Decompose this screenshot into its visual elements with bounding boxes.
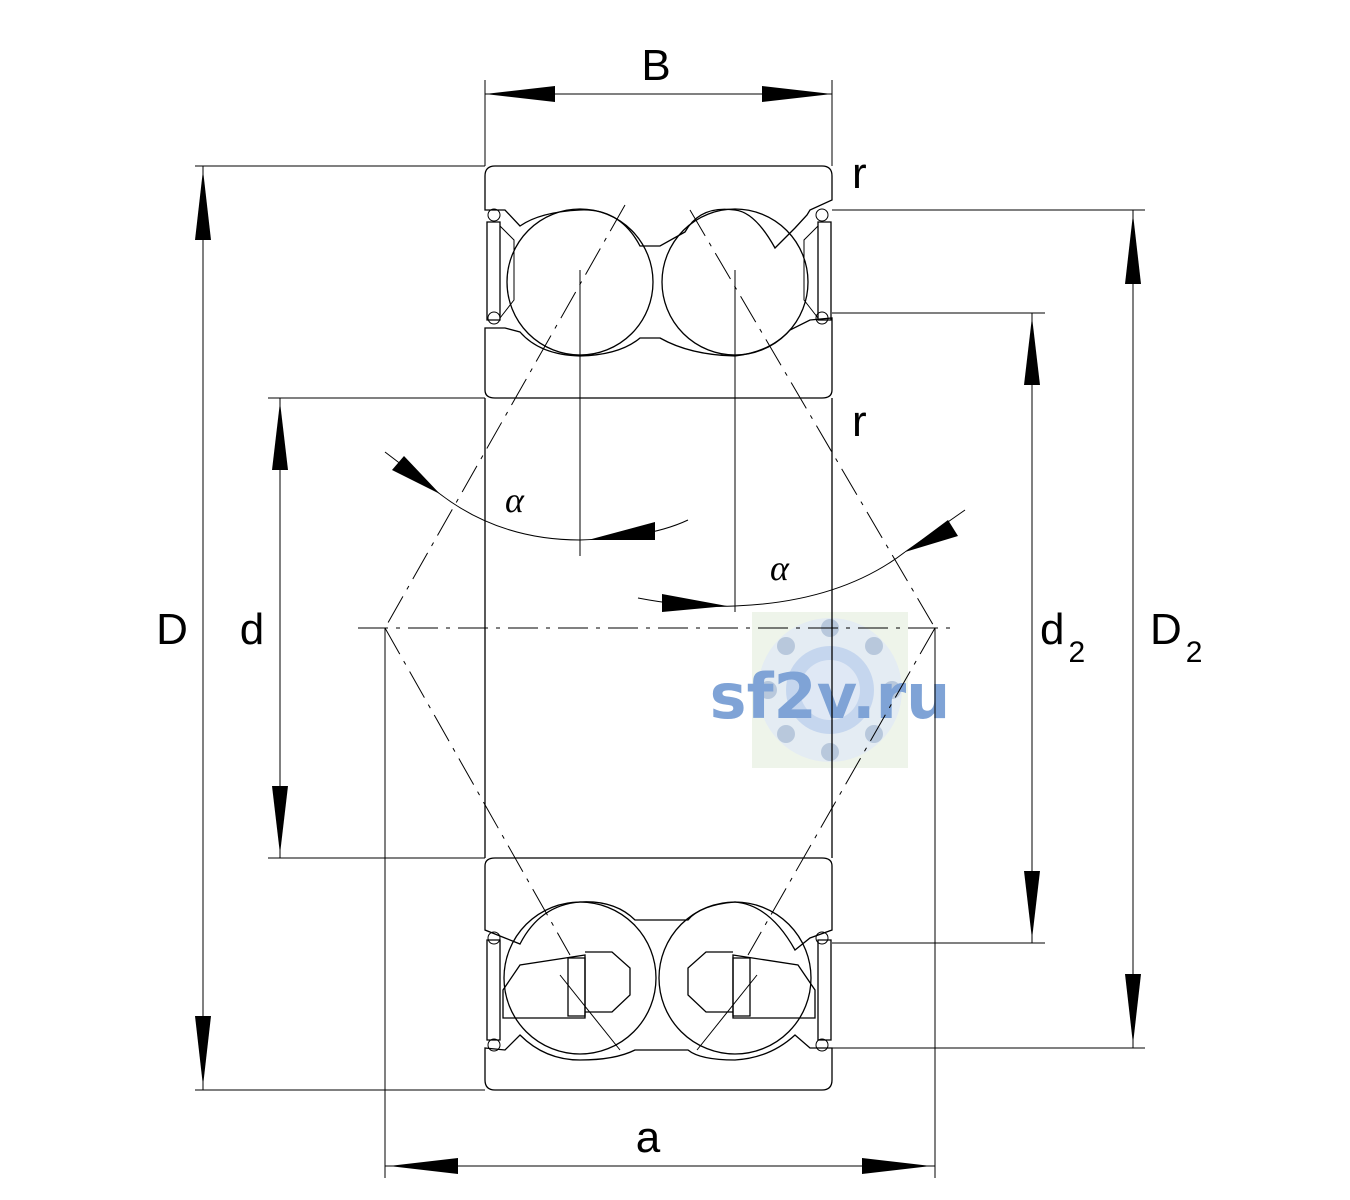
dimension-B: B	[484, 41, 833, 166]
dimension-d: d	[240, 397, 485, 859]
lower-section	[484, 857, 833, 1091]
label-alpha-left: α	[505, 480, 525, 520]
label-r-top: r	[852, 149, 867, 198]
watermark-text: sf2v.ru	[710, 660, 951, 733]
label-D: D	[156, 605, 188, 654]
label-B: B	[641, 41, 670, 90]
dimension-a: a	[384, 628, 936, 1178]
label-a: a	[636, 1113, 661, 1162]
watermark: sf2v.ru	[710, 612, 951, 768]
label-r-mid: r	[852, 397, 867, 446]
label-d: d	[240, 605, 264, 654]
construction-lines	[358, 204, 958, 1051]
label-alpha-right: α	[770, 548, 790, 588]
contact-angle-right: α	[637, 509, 966, 612]
upper-section	[484, 165, 833, 399]
contact-angle-left: α	[384, 451, 689, 541]
dimension-D: D	[156, 165, 485, 1091]
